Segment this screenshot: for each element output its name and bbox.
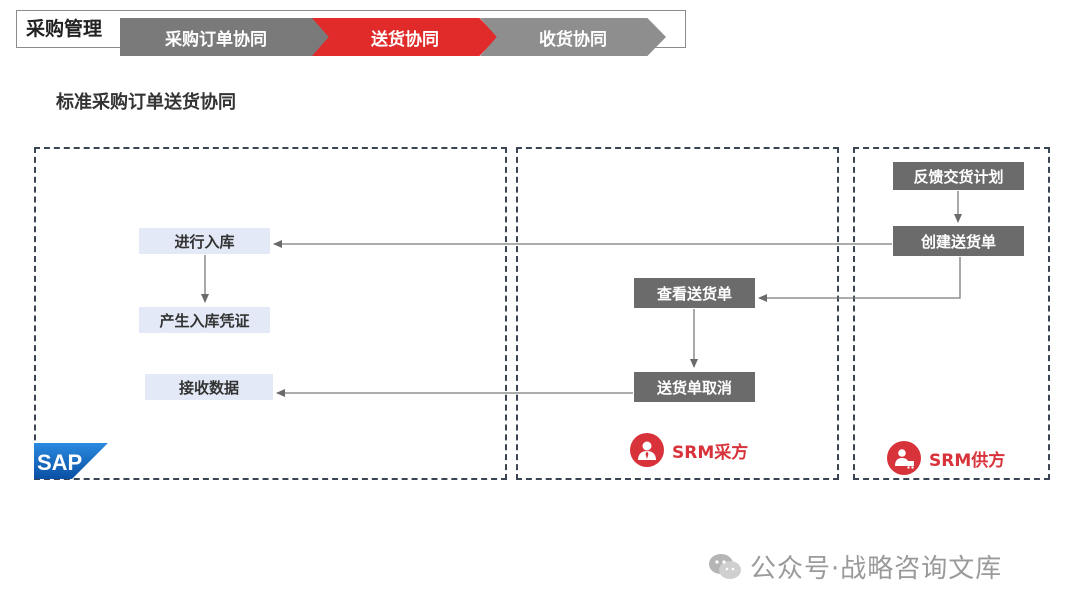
step-po-collaboration[interactable]: 采购订单协同 — [120, 18, 330, 56]
wechat-icon — [709, 553, 741, 579]
person-icon — [630, 433, 664, 467]
srm-supplier-label: SRM供方 — [929, 450, 1006, 471]
box-cancel-delivery-note: 送货单取消 — [634, 372, 755, 402]
step-label: 收货协同 — [539, 29, 607, 50]
watermark-text: 公众号·战略咨询文库 — [750, 554, 1003, 584]
box-receipt-voucher: 产生入库凭证 — [139, 307, 270, 333]
lane-sap — [34, 147, 507, 480]
step-label: 采购订单协同 — [165, 29, 267, 50]
step-delivery-collaboration[interactable]: 送货协同 — [312, 18, 498, 56]
srm-buyer-badge: SRM采方 — [630, 433, 748, 467]
lane-srm-buyer — [516, 147, 839, 480]
sap-logo: SAP — [34, 443, 108, 479]
person-cart-icon — [887, 441, 921, 475]
box-feedback-delivery-plan: 反馈交货计划 — [893, 162, 1024, 190]
section-title: 标准采购订单送货协同 — [56, 92, 236, 113]
watermark: 公众号·战略咨询文库 — [708, 548, 1002, 585]
box-receive-data: 接收数据 — [145, 374, 273, 400]
box-view-delivery-note: 查看送货单 — [634, 278, 755, 308]
step-label: 送货协同 — [371, 29, 439, 50]
lane-srm-supplier — [853, 147, 1050, 480]
step-receipt-collaboration[interactable]: 收货协同 — [480, 18, 666, 56]
srm-supplier-badge: SRM供方 — [887, 441, 1005, 475]
sap-logo-text: SAP — [37, 450, 82, 475]
box-create-delivery-note: 创建送货单 — [893, 226, 1024, 256]
box-goods-receipt: 进行入库 — [139, 228, 270, 254]
srm-buyer-label: SRM采方 — [672, 442, 749, 463]
module-title: 采购管理 — [26, 18, 103, 40]
